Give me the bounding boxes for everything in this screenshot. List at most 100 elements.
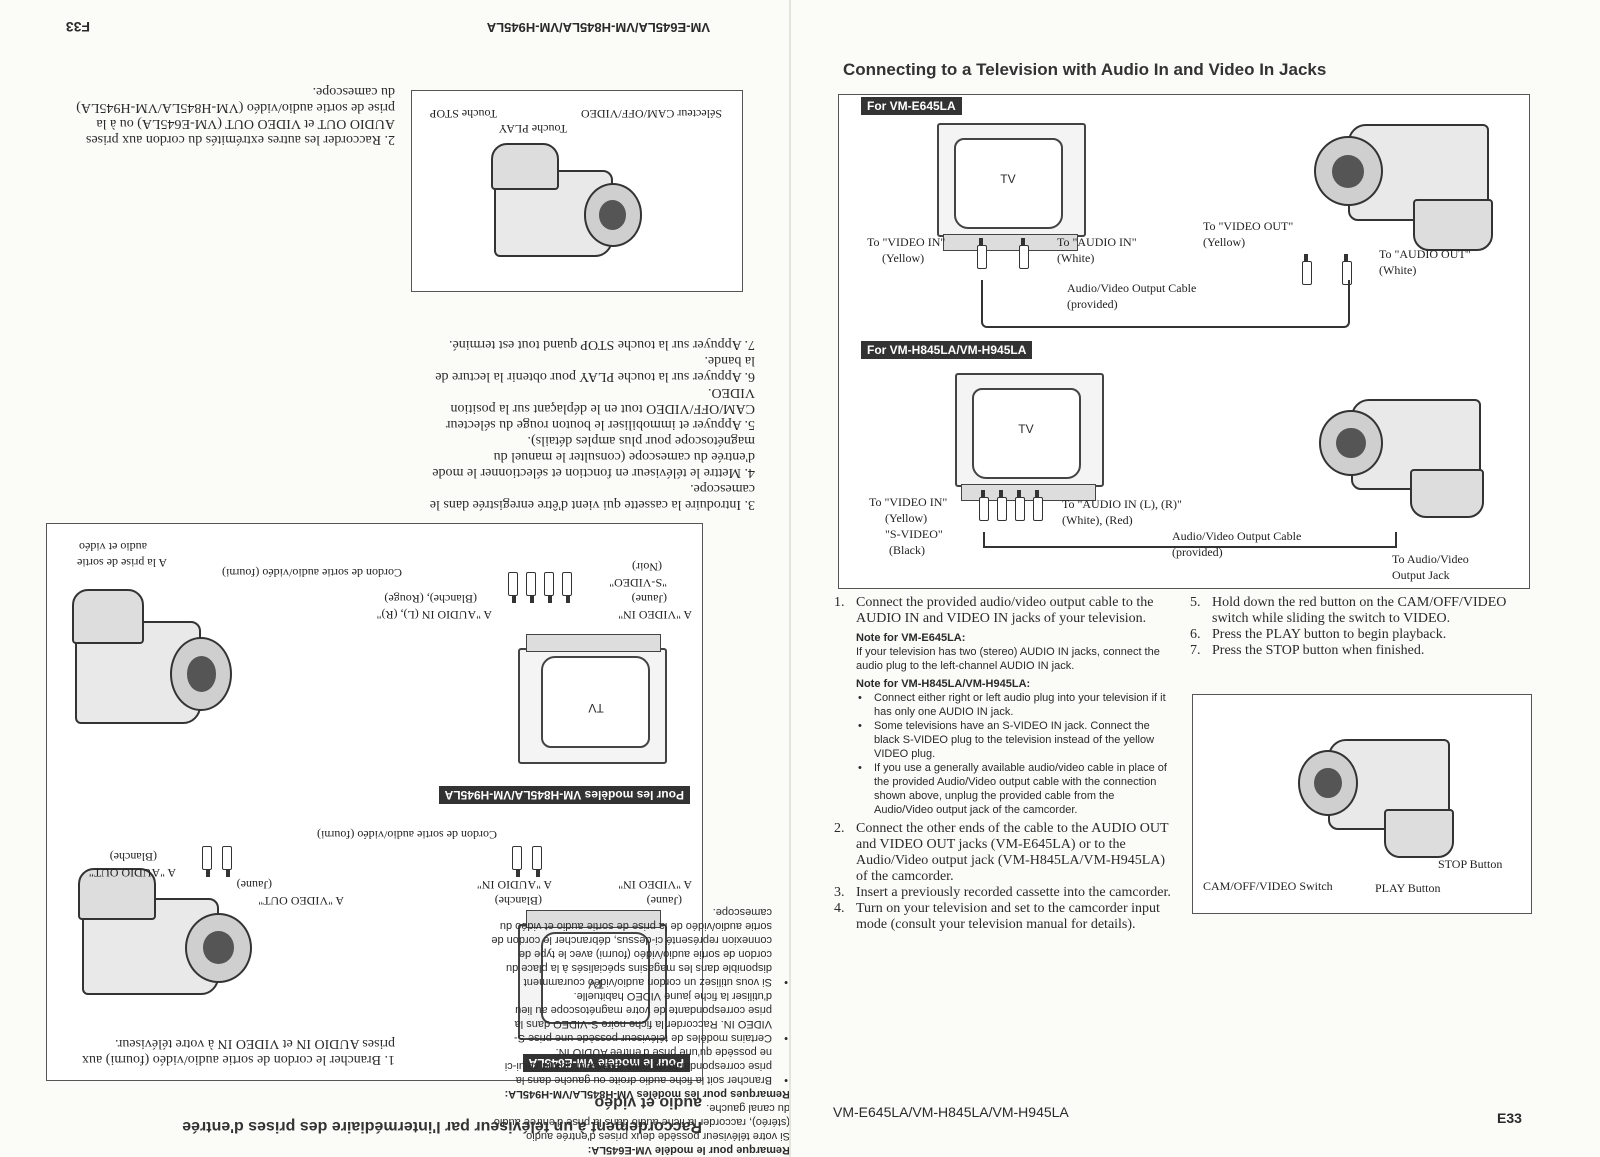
right-page-number: E33 — [1497, 1110, 1522, 1126]
left-d1-blanche-2: (Blanche) — [109, 850, 157, 864]
left-page-number: F33 — [65, 19, 90, 35]
right-d2-cable-note: (provided) — [1172, 545, 1223, 559]
left-tv-2: TV — [518, 634, 667, 764]
right-camcorder-2 — [1319, 385, 1494, 525]
right-d1-cable: Audio/Video Output Cable — [1067, 281, 1197, 295]
right-tag-h845: For VM-H845LA/VM-H945LA — [861, 341, 1033, 359]
left-d2-svideo: "S-VIDEO" — [609, 576, 667, 590]
french-page: VM-E645LA/VM-H845LA/VM-H945LA F33 Raccor… — [0, 0, 790, 1157]
right-d1-video-in-color: (Yellow) — [882, 251, 925, 265]
right-column-1: 1.Connect the provided audio/video outpu… — [834, 595, 1172, 933]
right-note-e645-text: If your television has two (stereo) AUDI… — [856, 646, 1160, 672]
right-d2-cable-line — [983, 532, 1397, 548]
right-step-4: 4.Turn on your television and set to the… — [834, 901, 1160, 932]
right-d2-audio-in: To "AUDIO IN (L), (R)" — [1062, 497, 1182, 511]
left-camcorder-3 — [482, 136, 642, 271]
right-note-h845-item-3: •If you use a generally available audio/… — [858, 762, 1167, 816]
left-d2-cable: Cordon de sortie audio/vidéo (fourni) — [222, 566, 402, 580]
left-camcorder-box: Sélecteur CAM/OFF/VIDEO Touche PLAY Touc… — [411, 90, 743, 292]
right-d1-audio-out-color: (White) — [1379, 263, 1417, 277]
right-cam-play: PLAY Button — [1375, 881, 1441, 895]
left-note-e645-head: Remarque pour le modèle VM-E645LA: — [587, 1144, 790, 1156]
left-camcorder-2 — [62, 580, 232, 740]
right-steps-col2: 5.Hold down the red button on the CAM/OF… — [1190, 595, 1530, 659]
right-d1-video-out: To "VIDEO OUT" — [1203, 219, 1294, 233]
left-step-7: 7. Appuyer sur la touche STOP quand tout… — [448, 337, 755, 352]
right-steps-a: 1.Connect the provided audio/video outpu… — [834, 595, 1172, 627]
left-d2-audio-in: A "AUDIO IN (L), (R)" — [376, 608, 492, 622]
right-d1-audio-plug — [1019, 238, 1029, 269]
left-step-3: 3. Introduire la cassette qui vient d'êt… — [429, 481, 755, 512]
left-d1-video-in: A "VIDEO IN" — [618, 878, 692, 892]
right-d2-video-in-color: (Yellow) — [885, 511, 928, 525]
left-d1-audio-in: A "AUDIO IN" — [476, 878, 552, 892]
page-fold — [789, 0, 791, 1157]
right-d1-video-out-color: (Yellow) — [1203, 235, 1246, 249]
left-step-4: 4. Mettre le téléviseur en fonction et s… — [432, 433, 755, 480]
left-d2-jack-1: A la prise de sortie — [77, 556, 167, 570]
right-tv-label-2: TV — [1018, 421, 1034, 436]
left-cam-selector: Sélecteur CAM/OFF/VIDEO — [581, 107, 722, 121]
left-d1-cable: Cordon de sortie audio/vidéo (fourni) — [317, 828, 497, 842]
left-steps-col2: 3. Introduire la cassette qui vient d'êt… — [425, 336, 755, 512]
right-d1-audio-in: To "AUDIO IN" — [1057, 235, 1137, 249]
left-note-h845: Remarques pour les modèles VM-H845LA/VM-… — [490, 905, 790, 1101]
right-note-h845-item-1: •Connect either right or left audio plug… — [858, 692, 1166, 718]
right-d2-cable: Audio/Video Output Cable — [1172, 529, 1302, 543]
right-d2-jack-2: Output Jack — [1392, 568, 1450, 582]
right-note-h845-item-2: •Some televisions have an S-VIDEO IN jac… — [858, 720, 1155, 760]
left-cam-stop: Touche STOP — [429, 107, 497, 121]
left-d1-audio-out: A "AUDIO OUT" — [88, 866, 176, 880]
left-d2-noir: (Noir) — [632, 560, 662, 574]
right-d1-audio-out: To "AUDIO OUT" — [1379, 247, 1471, 261]
left-models-header: VM-E645LA/VM-H845LA/VM-H945LA — [486, 20, 710, 35]
left-title-line2: audio et vidéo — [594, 1094, 702, 1111]
right-tv-2: TV — [955, 373, 1104, 501]
left-tv-label-2: TV — [588, 700, 604, 715]
left-step-2-text: Raccorder les autres extrémités du cordo… — [76, 84, 395, 147]
right-tv-label-1: TV — [1000, 171, 1016, 186]
right-d2-video-in: To "VIDEO IN" — [869, 495, 948, 509]
left-cam-play: Touche PLAY — [498, 122, 567, 136]
left-note-h845-item-2: •Certains modèles de téléviseur possède … — [513, 990, 788, 1044]
right-tv-1: TV — [937, 123, 1086, 251]
right-d1-cable-note: (provided) — [1067, 297, 1118, 311]
right-step-2: 2.Connect the other ends of the cable to… — [834, 821, 1169, 884]
left-note-h845-item-3: •Si vous utilisez un cordon audio/vidéo … — [491, 906, 788, 988]
right-note-e645: Note for VM-E645LA: If your television h… — [856, 631, 1172, 673]
right-d1-video-plug — [977, 238, 987, 269]
right-title: Connecting to a Television with Audio In… — [843, 60, 1327, 79]
right-step-1: 1.Connect the provided audio/video outpu… — [834, 595, 1154, 626]
right-camcorder-1 — [1314, 109, 1504, 259]
right-d1-video-in: To "VIDEO IN" — [867, 235, 946, 249]
english-page: Connecting to a Television with Audio In… — [790, 0, 1600, 1157]
right-step-3: 3.Insert a previously recorded cassette … — [834, 885, 1171, 900]
right-d2-audio-in-color: (White), (Red) — [1062, 513, 1133, 527]
right-steps-b: 2.Connect the other ends of the cable to… — [834, 821, 1172, 933]
right-d2-svideo: "S-VIDEO" — [885, 527, 943, 541]
right-cam-stop: STOP Button — [1438, 857, 1503, 871]
left-tag-h845: Pour les modèles VM-H845LA/VM-H945LA — [438, 786, 690, 804]
right-footer-models: VM-E645LA/VM-H845LA/VM-H945LA — [833, 1104, 1069, 1120]
right-note-h845-head: Note for VM-H845LA/VM-H945LA: — [856, 678, 1031, 690]
right-d2-svideo-color: (Black) — [889, 543, 925, 557]
right-note-e645-head: Note for VM-E645LA: — [856, 632, 966, 644]
left-step-2: 2. Raccorder les autres extrémités du co… — [75, 83, 395, 147]
right-camcorder-box: CAM/OFF/VIDEO Switch PLAY Button STOP Bu… — [1192, 694, 1532, 914]
left-step-1-text: Brancher le cordon de sortie audio/vidéo… — [82, 1036, 395, 1067]
right-diagram-box: For VM-E645LA TV To "VIDEO IN" (Yellow) … — [838, 94, 1530, 589]
left-d2-colors: (Blanche), (Rouge) — [384, 592, 477, 606]
left-step-5: 5. Appuyer et immobiliser le bouton roug… — [445, 385, 755, 432]
left-title-line1: Raccordement à un téléviseur par l'inter… — [182, 1118, 702, 1135]
right-step-6: 6.Press the PLAY button to begin playbac… — [1190, 627, 1447, 642]
right-cam-switch: CAM/OFF/VIDEO Switch — [1203, 879, 1333, 893]
right-d1-audio-in-color: (White) — [1057, 251, 1095, 265]
right-tag-e645: For VM-E645LA — [861, 97, 962, 115]
right-note-h845: Note for VM-H845LA/VM-H945LA: •Connect e… — [856, 677, 1172, 817]
right-d1-video-out-plug — [1302, 254, 1312, 285]
right-step-5: 5.Hold down the red button on the CAM/OF… — [1190, 595, 1507, 626]
left-camcorder-1 — [67, 860, 252, 1010]
right-d1-cable-line — [981, 280, 1350, 328]
left-d2-jack-2: audio et vidéo — [79, 540, 147, 554]
left-step-2-num: 2. — [384, 132, 396, 147]
